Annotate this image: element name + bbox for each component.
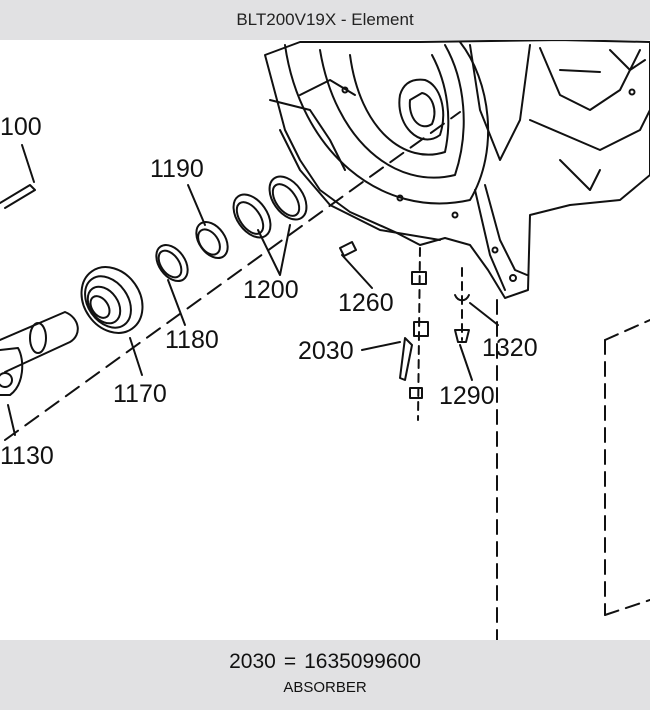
part-number: 1635099600 xyxy=(304,650,421,673)
part-1320-clip xyxy=(454,294,470,302)
part-1130-shaft xyxy=(0,311,79,373)
housing-hub xyxy=(398,78,445,141)
part-1260-pin xyxy=(339,241,357,257)
callout-1320[interactable]: 1320 xyxy=(482,334,538,362)
equals-sign: = xyxy=(283,650,297,673)
callout-100[interactable]: 100 xyxy=(0,113,42,141)
shaft-axis xyxy=(4,111,461,441)
part-1170-bearing xyxy=(80,266,144,334)
part-1180-ring xyxy=(155,243,189,283)
part-1290-grease xyxy=(454,329,470,343)
part-info-line: 2030 = 1635099600 xyxy=(0,650,650,674)
housing-ring-outer xyxy=(284,41,490,205)
callout-1190[interactable]: 1190 xyxy=(150,155,204,183)
callout-1170[interactable]: 1170 xyxy=(113,380,167,408)
title-bar: BLT200V19X - Element xyxy=(0,0,650,40)
callout-2030[interactable]: 2030 xyxy=(298,337,354,365)
callout-1180[interactable]: 1180 xyxy=(165,326,219,354)
parts-drawing: 100 1190 1200 1260 1180 1320 2030 1170 1… xyxy=(0,40,650,640)
callout-1130[interactable]: 1130 xyxy=(0,442,54,470)
part-1200-ring-a xyxy=(232,193,272,239)
selected-callout: 2030 xyxy=(229,650,276,673)
callout-1200[interactable]: 1200 xyxy=(243,276,299,304)
part-1200-ring-b xyxy=(268,175,308,221)
part-1190-spacer xyxy=(195,220,229,260)
housing-ring-mid xyxy=(349,54,450,156)
callout-1290[interactable]: 1290 xyxy=(439,382,495,410)
part-description: ABSORBER xyxy=(283,679,367,696)
part-100-bolt xyxy=(0,184,36,209)
window-title: BLT200V19X - Element xyxy=(236,10,414,29)
housing-hub-inner xyxy=(408,92,436,128)
callout-1260[interactable]: 1260 xyxy=(338,289,394,317)
exploded-parts-diagram[interactable]: 100 1190 1200 1260 1180 1320 2030 1170 1… xyxy=(0,40,650,640)
housing-outline xyxy=(264,40,650,299)
housing-ring-inner xyxy=(319,44,465,179)
part-info-bar: 2030 = 1635099600 ABSORBER xyxy=(0,640,650,710)
part-2030-absorber xyxy=(399,337,413,381)
